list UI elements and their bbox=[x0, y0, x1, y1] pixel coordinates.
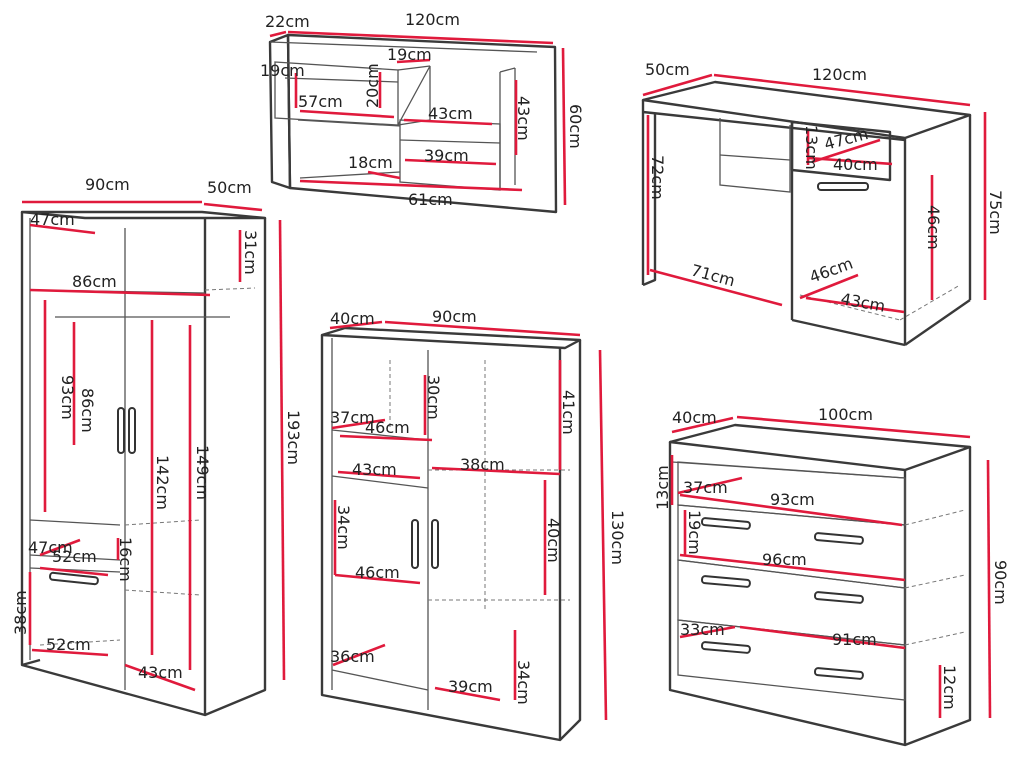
desk-cab-h-label: 46cm bbox=[924, 205, 943, 250]
shelf-d2-label: 19cm bbox=[260, 61, 305, 80]
cabinet-right-h-label: 40cm bbox=[544, 518, 563, 563]
dresser-d3-d-label: 33cm bbox=[680, 620, 725, 639]
cabinet-depth-label: 40cm bbox=[330, 309, 375, 328]
desk-drawer-h-label: 13cm bbox=[802, 125, 821, 170]
dresser-depth-label: 40cm bbox=[672, 408, 717, 427]
cabinet-side-h-label: 41cm bbox=[559, 390, 578, 435]
cabinet-dr-w-label: 43cm bbox=[352, 460, 397, 479]
cabinet-bot-w-label: 39cm bbox=[448, 677, 493, 696]
wardrobe-h149-label: 149cm bbox=[193, 445, 212, 500]
wall-shelf: 22cm 120cm 60cm 19cm 19cm 20cm 57cm 43cm… bbox=[260, 10, 585, 214]
wardrobe-bot-h-label: 38cm bbox=[11, 590, 30, 635]
cabinet-bot-h-label: 34cm bbox=[514, 660, 533, 705]
desk-cab-w-label: 43cm bbox=[839, 289, 886, 315]
dresser-bot-h-label: 12cm bbox=[940, 665, 959, 710]
dresser-top-h-label: 13cm bbox=[653, 465, 672, 510]
cabinet-top-w-label: 46cm bbox=[365, 418, 410, 437]
cabinet-top-d-label: 37cm bbox=[330, 408, 375, 427]
wardrobe-height-label: 193cm bbox=[284, 410, 303, 465]
wardrobe: 90cm 50cm 193cm 47cm 31cm 86cm 93cm 86cm… bbox=[11, 175, 303, 717]
dresser-d3-w-label: 91cm bbox=[832, 630, 877, 649]
cabinet-top-h-label: 30cm bbox=[424, 375, 443, 420]
desk-height-label: 75cm bbox=[986, 190, 1005, 235]
shelf-d7-label: 18cm bbox=[348, 153, 393, 172]
shelf-d6-label: 43cm bbox=[514, 96, 533, 141]
shelf-d5-label: 43cm bbox=[428, 104, 473, 123]
cabinet-width-label: 90cm bbox=[432, 307, 477, 326]
dresser-d2-h-label: 19cm bbox=[685, 510, 704, 555]
dresser-top-d-label: 37cm bbox=[683, 478, 728, 497]
wardrobe-dr-w-label: 52cm bbox=[52, 547, 97, 566]
wardrobe-inner-w-label: 86cm bbox=[72, 272, 117, 291]
wardrobe-h142-label: 142cm bbox=[153, 455, 172, 510]
cabinet-mid-h-label: 34cm bbox=[334, 505, 353, 550]
shelf-d4-label: 57cm bbox=[298, 92, 343, 111]
wardrobe-bot-w-label: 52cm bbox=[46, 635, 91, 654]
dresser: 40cm 100cm 90cm 13cm 37cm 93cm 19cm 96cm… bbox=[653, 405, 1010, 747]
shelf-height-label: 60cm bbox=[566, 104, 585, 149]
wardrobe-bot-d-label: 43cm bbox=[138, 663, 183, 682]
shelf-depth-label: 22cm bbox=[265, 12, 310, 31]
shelf-d1-label: 19cm bbox=[387, 45, 432, 64]
dresser-d2-w-label: 96cm bbox=[762, 550, 807, 569]
wardrobe-depth-label: 50cm bbox=[207, 178, 252, 197]
shelf-d3-label: 20cm bbox=[363, 63, 382, 108]
desk-cab-d-label: 46cm bbox=[807, 254, 856, 287]
cabinet-bot-d-label: 36cm bbox=[330, 647, 375, 666]
dresser-width-label: 100cm bbox=[818, 405, 873, 424]
wardrobe-dr-h-label: 16cm bbox=[116, 537, 135, 582]
wardrobe-dr-d-label: 47cm bbox=[28, 538, 73, 557]
desk-leg-height-label: 72cm bbox=[648, 155, 667, 200]
desk-drawer-d-label: 47cm bbox=[822, 124, 870, 154]
cabinet-mid-w-label: 38cm bbox=[460, 455, 505, 474]
dresser-height-label: 90cm bbox=[991, 560, 1010, 605]
wardrobe-top-d-label: 47cm bbox=[30, 210, 75, 229]
desk: 50cm 120cm 75cm 72cm 71cm 13cm 47cm 40cm… bbox=[641, 60, 1005, 347]
wardrobe-inner-h-label: 86cm bbox=[78, 388, 97, 433]
wardrobe-width-label: 90cm bbox=[85, 175, 130, 194]
shelf-d8-label: 39cm bbox=[424, 146, 469, 165]
cabinet: 40cm 90cm 130cm 30cm 37cm 46cm 41cm 43cm… bbox=[320, 307, 627, 742]
desk-depth-label: 50cm bbox=[645, 60, 690, 79]
shelf-d9-label: 61cm bbox=[408, 190, 453, 209]
dresser-top-w-label: 93cm bbox=[770, 490, 815, 509]
desk-drawer-w-label: 40cm bbox=[833, 155, 878, 174]
wardrobe-rail-h-label: 93cm bbox=[58, 375, 77, 420]
cabinet-mid-w2-label: 46cm bbox=[355, 563, 400, 582]
shelf-width-label: 120cm bbox=[405, 10, 460, 29]
desk-width-label: 120cm bbox=[812, 65, 867, 84]
cabinet-height-label: 130cm bbox=[608, 510, 627, 565]
wardrobe-top-h-label: 31cm bbox=[241, 230, 260, 275]
